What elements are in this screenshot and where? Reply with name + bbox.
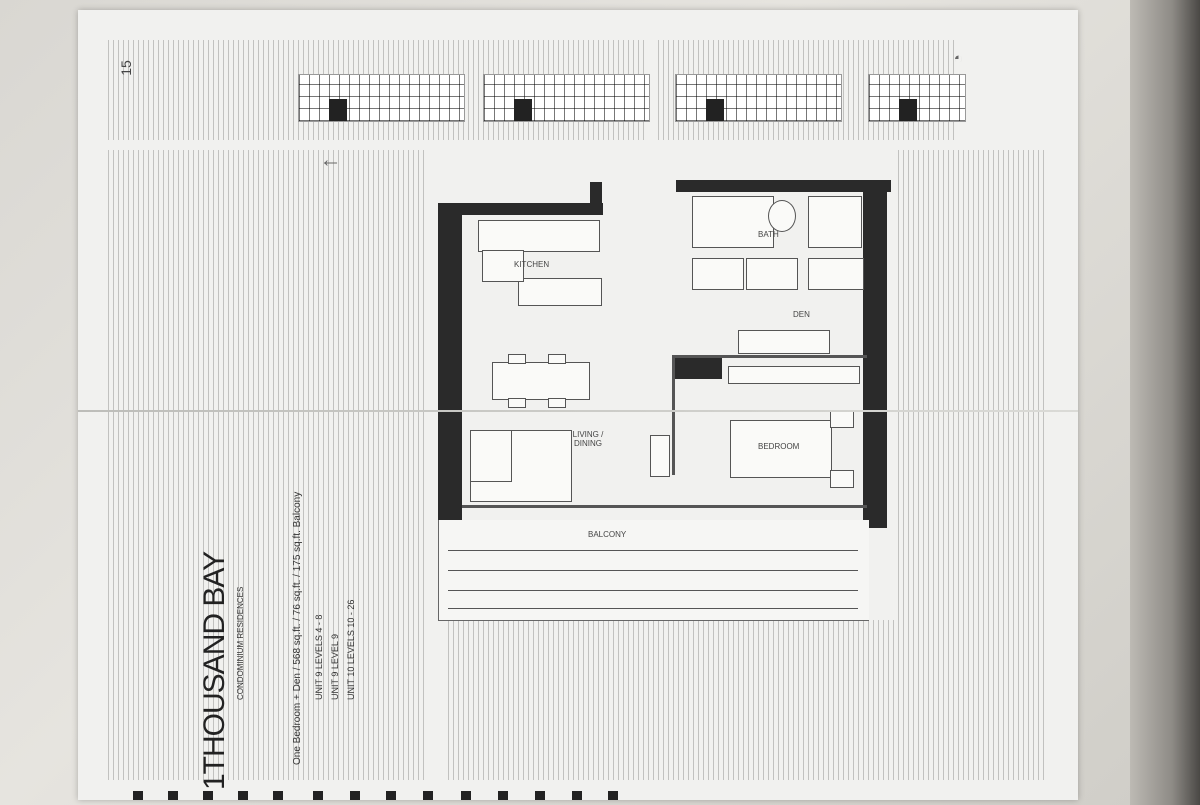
washer bbox=[692, 258, 744, 290]
text-block-bottom bbox=[448, 620, 1048, 780]
balcony-line-2 bbox=[448, 570, 858, 571]
bed bbox=[730, 420, 832, 478]
keyplan-4 bbox=[868, 74, 966, 122]
compass-icon: ◔ bbox=[949, 54, 967, 64]
kitchen-counter bbox=[478, 220, 600, 252]
stove bbox=[482, 250, 524, 282]
keyplan-3 bbox=[675, 74, 842, 122]
kitchen-island bbox=[518, 278, 602, 306]
label-living: LIVING / DINING bbox=[572, 430, 604, 448]
text-block-right bbox=[898, 150, 1048, 620]
nightstand-1 bbox=[830, 410, 854, 428]
wall-top-left bbox=[438, 203, 603, 215]
binder-hole bbox=[350, 791, 360, 800]
wall-bedroom-top bbox=[672, 355, 867, 358]
label-den: DEN bbox=[793, 310, 810, 319]
label-kitchen: KITCHEN bbox=[514, 260, 550, 269]
binder-hole bbox=[238, 791, 248, 800]
balcony-line-1 bbox=[448, 550, 858, 551]
north-arrow-icon: ↑ bbox=[316, 157, 342, 169]
unit-floor-1: UNIT 9 LEVELS 4 - 8 bbox=[314, 614, 324, 700]
label-balcony: BALCONY bbox=[588, 530, 627, 539]
page-number: 15 bbox=[117, 60, 134, 76]
bedroom-closet bbox=[728, 366, 860, 384]
unit-floor-2: UNIT 9 LEVEL 9 bbox=[330, 633, 340, 700]
balcony-line-4 bbox=[448, 608, 858, 609]
balcony-rail bbox=[462, 505, 867, 508]
wall-bedroom-corner bbox=[672, 355, 722, 379]
binder-hole bbox=[572, 791, 582, 800]
wall-top-stub bbox=[590, 182, 602, 212]
binder-hole bbox=[498, 791, 508, 800]
keyplan-1 bbox=[298, 74, 465, 122]
dining-chair-2 bbox=[548, 354, 566, 364]
dining-chair-1 bbox=[508, 354, 526, 364]
balcony-line-3 bbox=[448, 590, 858, 591]
wall-bedroom-left bbox=[672, 355, 675, 475]
bathtub bbox=[692, 196, 774, 248]
binder-hole bbox=[386, 791, 396, 800]
vanity bbox=[808, 196, 862, 248]
unit-description: One Bedroom + Den / 568 sq.ft. / 76 sq.f… bbox=[292, 491, 303, 765]
dining-chair-4 bbox=[548, 398, 566, 408]
wall-left bbox=[438, 203, 462, 523]
den-desk bbox=[738, 330, 830, 354]
dining-table bbox=[492, 362, 590, 400]
binder-hole bbox=[203, 791, 213, 800]
wall-top-right bbox=[676, 180, 891, 192]
binder-hole bbox=[423, 791, 433, 800]
binder-hole bbox=[273, 791, 283, 800]
wall-right bbox=[863, 180, 887, 528]
brand-tagline: CONDOMINIUM RESIDENCES bbox=[236, 586, 245, 700]
binder-hole bbox=[168, 791, 178, 800]
label-bath: BATH bbox=[758, 230, 779, 239]
binder-hole bbox=[313, 791, 323, 800]
toilet bbox=[768, 200, 796, 232]
unit-floor-3: UNIT 10 LEVELS 10 - 26 bbox=[346, 599, 356, 700]
label-bedroom: BEDROOM bbox=[758, 442, 800, 451]
binder-hole bbox=[535, 791, 545, 800]
floorplan-sheet: 15 ↑ ◔ 1THOUSAND BAY CONDOMINIUM RESIDEN… bbox=[78, 10, 1078, 800]
dining-chair-3 bbox=[508, 398, 526, 408]
binder-hole bbox=[133, 791, 143, 800]
nightstand-2 bbox=[830, 470, 854, 488]
sofa-chaise bbox=[470, 430, 512, 482]
text-block-left bbox=[108, 150, 428, 780]
closet bbox=[808, 258, 864, 290]
tv-unit bbox=[650, 435, 670, 477]
brand-title: 1THOUSAND BAY bbox=[198, 552, 232, 790]
keyplan-2 bbox=[483, 74, 650, 122]
binder-hole bbox=[461, 791, 471, 800]
brand-name: 1THOUSAND BAY bbox=[198, 551, 231, 790]
dryer bbox=[746, 258, 798, 290]
binder-hole bbox=[608, 791, 618, 800]
background-edge bbox=[1130, 0, 1200, 805]
